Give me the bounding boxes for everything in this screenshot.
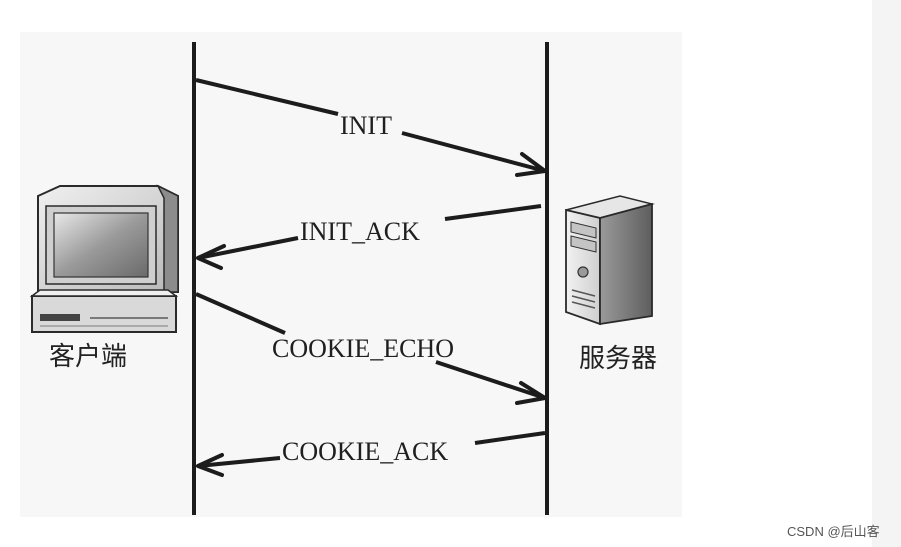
message-init-arrow [195,78,547,177]
desktop-computer-icon [29,184,179,333]
message-cookie-echo-label: COOKIE_ECHO [272,334,454,363]
server-tower-icon [565,195,655,326]
client-label: 客户端 [49,342,127,372]
message-init-label: INIT [340,111,392,140]
page-edge-strip [872,0,901,547]
server-label: 服务器 [579,344,657,374]
message-init-ack-label: INIT_ACK [300,217,420,246]
message-cookie-ack-arrow [196,431,546,477]
csdn-watermark: CSDN @后山客 [787,524,880,539]
message-cookie-echo-arrow [195,292,547,405]
message-cookie-ack-label: COOKIE_ACK [282,437,448,466]
message-init-ack-arrow [196,204,542,270]
